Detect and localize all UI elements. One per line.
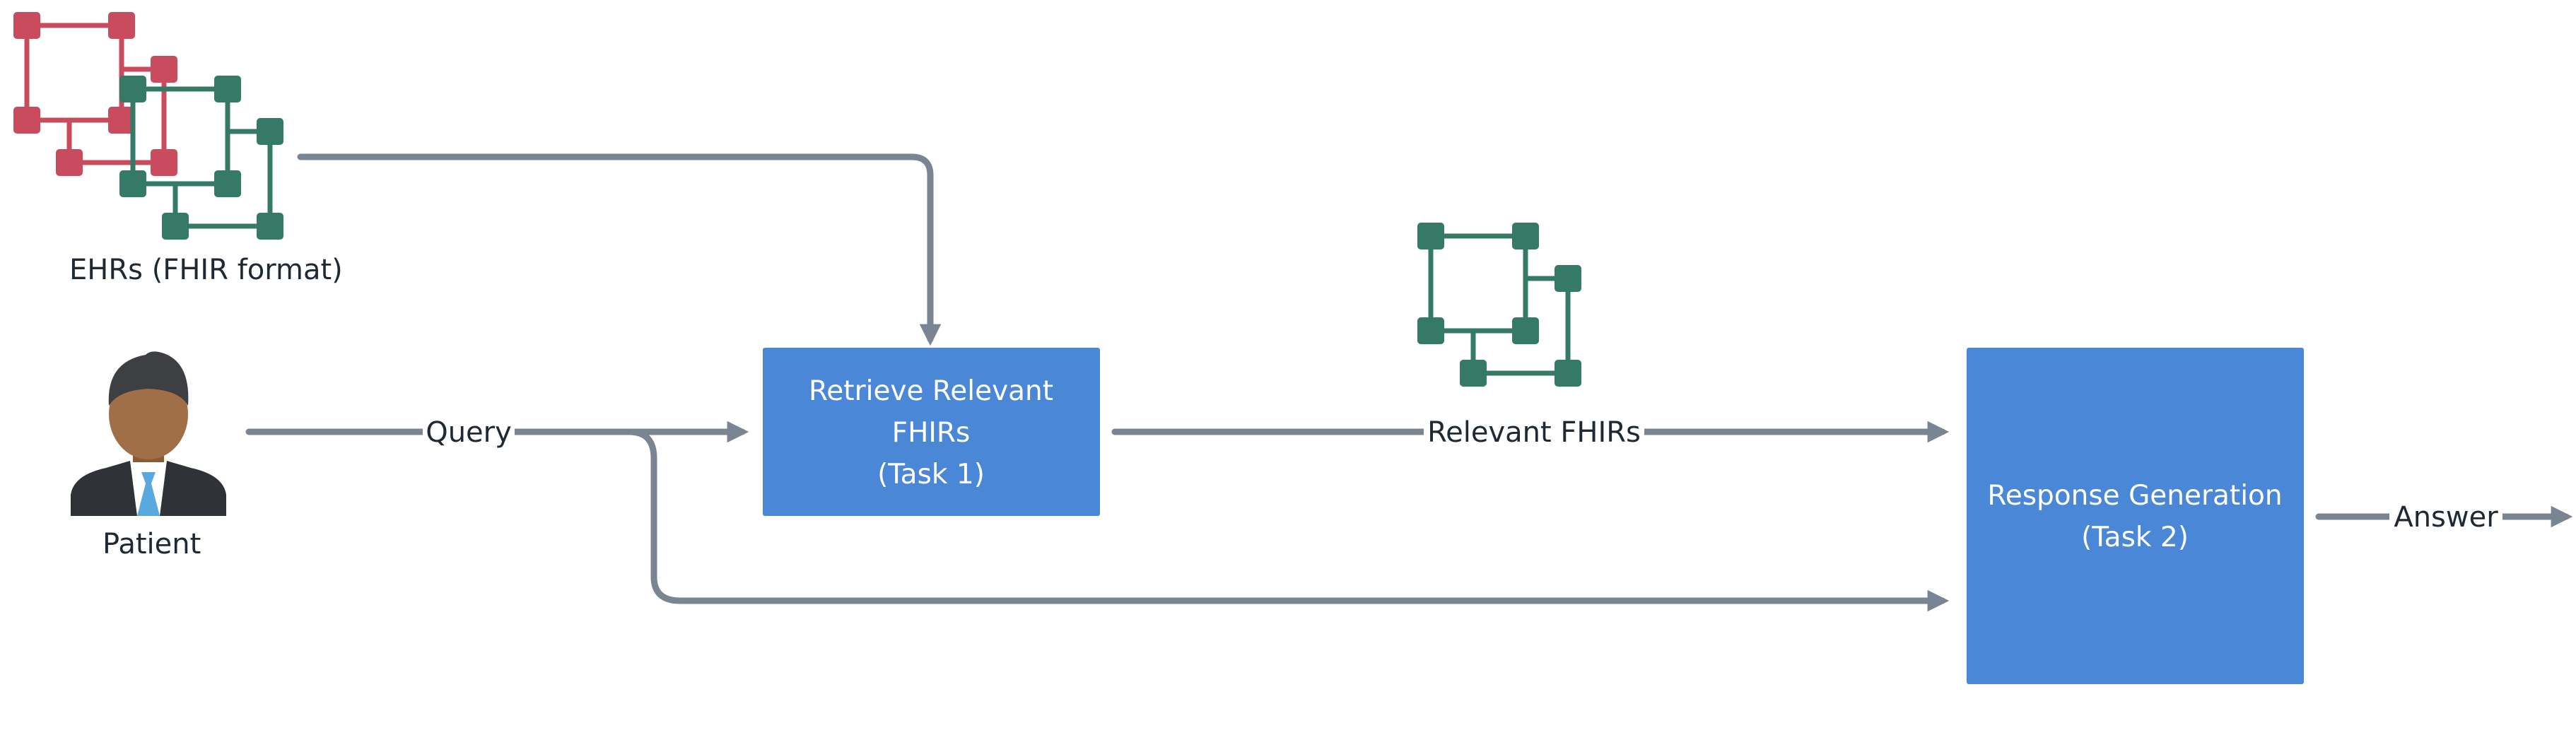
fhir-network-green-nodes — [119, 76, 283, 240]
answer-label-bg — [2389, 497, 2502, 536]
patient-label: Patient — [103, 528, 201, 560]
patient-hair — [108, 351, 189, 406]
retrieve-box-line3: (Task 1) — [877, 459, 985, 490]
retrieve-box-line1: Retrieve Relevant — [809, 375, 1053, 407]
query-edge-label: Query — [426, 416, 512, 449]
patient-person-icon — [71, 351, 226, 516]
query-label-bg — [423, 412, 515, 452]
retrieve-box: Retrieve Relevant FHIRs (Task 1) — [763, 348, 1100, 516]
answer-edge-label: Answer — [2394, 501, 2498, 534]
fhir-network-red — [24, 23, 167, 165]
fhir-network-red-green-icon — [13, 12, 283, 240]
generation-box-line2: (Task 2) — [2081, 522, 2189, 553]
generation-box-line1: Response Generation — [1987, 480, 2282, 512]
query-to-generation-arrow — [626, 428, 1950, 612]
retrieve-box-line2: FHIRs — [892, 417, 971, 449]
relevant-fhirs-edge-label: Relevant FHIRs — [1427, 416, 1641, 449]
fhir-network-green-icon — [1417, 223, 1581, 387]
relevant-label-bg — [1424, 412, 1644, 452]
fhir-network-red-nodes — [13, 12, 177, 176]
ehrs-to-retrieve-arrow — [297, 153, 942, 346]
patient-tie — [137, 472, 160, 516]
ehrs-label: EHRs (FHIR format) — [69, 254, 343, 286]
generation-box: Response Generation (Task 2) — [1967, 348, 2304, 684]
